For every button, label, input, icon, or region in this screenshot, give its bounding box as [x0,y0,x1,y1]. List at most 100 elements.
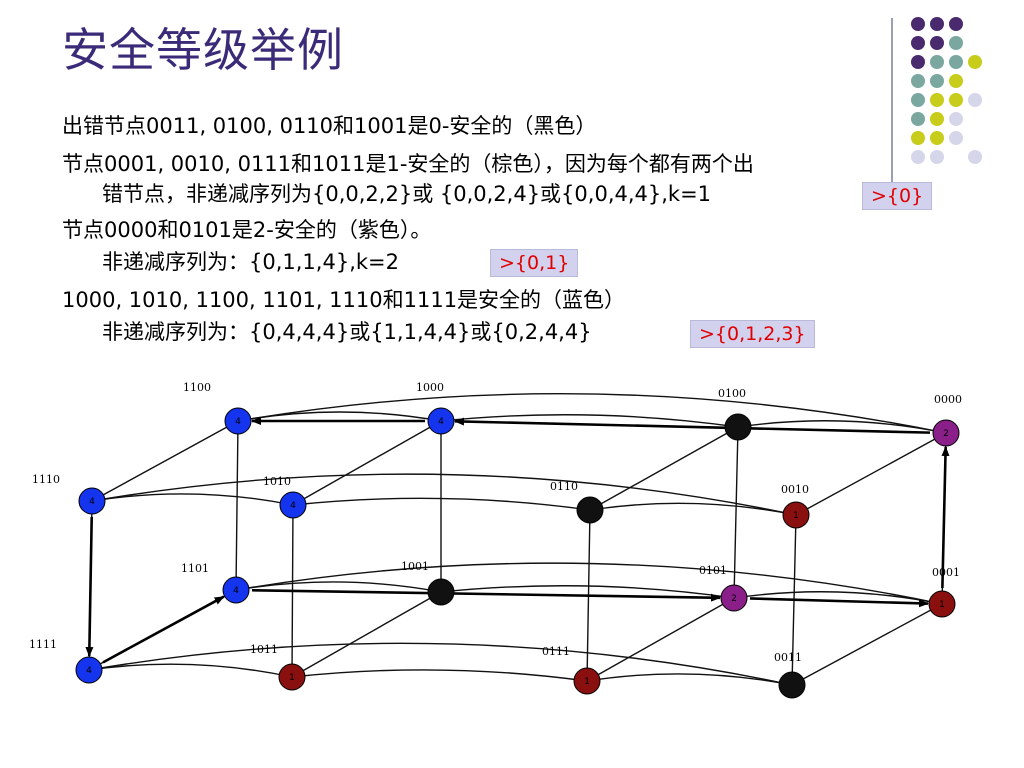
node-label: 1100 [183,381,211,394]
arrow-0001-0000 [941,445,950,589]
arrow-0101-0001 [749,597,930,608]
decorative-dot [911,150,925,164]
node-label: 1101 [181,562,209,575]
node-label: 1000 [416,381,444,394]
arrow-1101-0101 [251,588,722,602]
edge-0101-0111 [586,597,735,682]
node-label: 0100 [718,387,746,400]
node-0100: 0100 [718,387,752,441]
edge-1001-1011 [291,591,442,678]
text-line-2b: 错节点，非递减序列为{0,0,2,2}或 {0,0,2,4}或{0,0,4,4}… [102,182,712,206]
node-value: 1 [793,511,799,521]
decorative-dot [930,55,944,69]
node-circle [279,491,307,519]
decorative-dot [949,55,963,69]
edge-0111-0011 [586,673,793,686]
node-0110: 0110 [550,480,604,524]
node-label: 1001 [401,560,429,573]
node-0010: 1 0010 [781,483,810,529]
decorative-dot [949,93,963,107]
text-line-1: 出错节点0011, 0100, 0110和1001是0-安全的（黑色） [62,114,597,138]
node-1011: 1 1011 [250,643,306,691]
node-circle [427,578,455,606]
node-1110: 4 1110 [32,473,106,515]
edge-1100-0000 [237,393,947,434]
node-value: 4 [89,497,95,507]
decorative-dot [911,36,925,50]
decorative-dot [930,36,944,50]
node-value: 2 [731,594,737,604]
node-circle [224,407,252,435]
edge-1111-0011 [88,642,793,686]
node-circle [778,671,806,699]
edge-0100-0101 [733,426,739,599]
decorative-dot [930,74,944,88]
node-label: 1010 [263,475,291,488]
edge-1001-0101 [440,585,735,599]
badge-safe: >{0,1,2,3} [690,320,815,348]
node-circle [928,590,956,618]
node-label: 0110 [550,480,578,493]
edge-1000-0100 [440,414,739,428]
text-line-4b: 非递减序列为：{0,4,4,4}或{1,1,4,4}或{0,2,4,4} [102,320,592,344]
edge-1111-1011 [88,663,293,678]
node-value: 4 [438,417,444,427]
decorative-dot [911,93,925,107]
edge-0100-0110 [589,426,739,511]
decorative-dot [968,55,982,69]
node-label: 1110 [32,473,60,486]
decorative-dot [930,93,944,107]
decorative-dot [911,131,925,145]
edge-1110-0010 [91,473,797,516]
edge-1011-0111 [291,669,588,682]
decorative-dot [911,55,925,69]
arrow-1111-1101 [102,595,225,664]
node-circle [782,501,810,529]
decorative-dot [930,150,944,164]
node-label: 0011 [774,651,802,664]
node-value: 4 [86,666,92,676]
node-label: 0111 [542,645,570,658]
node-circle [75,656,103,684]
decorative-divider [891,18,893,208]
edge-0001-0011 [791,603,943,686]
node-circle [222,576,250,604]
node-1001: 1001 [401,560,455,606]
decorative-dot [911,74,925,88]
text-line-4a: 1000, 1010, 1100, 1101, 1110和1111是安全的（蓝色… [62,288,626,312]
decorative-dot [930,112,944,126]
arrow-0000-1000 [453,417,931,434]
node-1101: 4 1101 [181,562,250,604]
text-line-3b: 非递减序列为：{0,1,1,4},k=2 [102,250,399,274]
node-0001: 1 0001 [928,566,960,618]
node-value: 4 [233,586,239,596]
node-circle [573,667,601,695]
edge-0000-0010 [795,432,947,516]
node-label: 1011 [250,643,278,656]
node-value: 4 [235,417,241,427]
edge-1100-1110 [91,420,239,502]
node-value: 1 [584,677,590,687]
node-value: 1 [939,600,945,610]
decorative-dot [968,150,982,164]
node-1000: 4 1000 [416,381,455,435]
decorative-dot [911,17,925,31]
badge-k1: >{0} [862,182,933,210]
decorative-dot [949,112,963,126]
decorative-dot [949,17,963,31]
node-label: 0010 [781,483,809,496]
decorative-dot-grid [911,17,982,164]
arrow-1110-1111 [85,516,94,658]
edge-1100-1101 [235,420,239,591]
node-1100: 4 1100 [183,381,252,435]
node-circle [78,487,106,515]
badge-k2: >{0,1} [490,249,579,277]
node-value: 1 [289,673,295,683]
node-label: 0001 [932,566,960,579]
node-circle [427,407,455,435]
